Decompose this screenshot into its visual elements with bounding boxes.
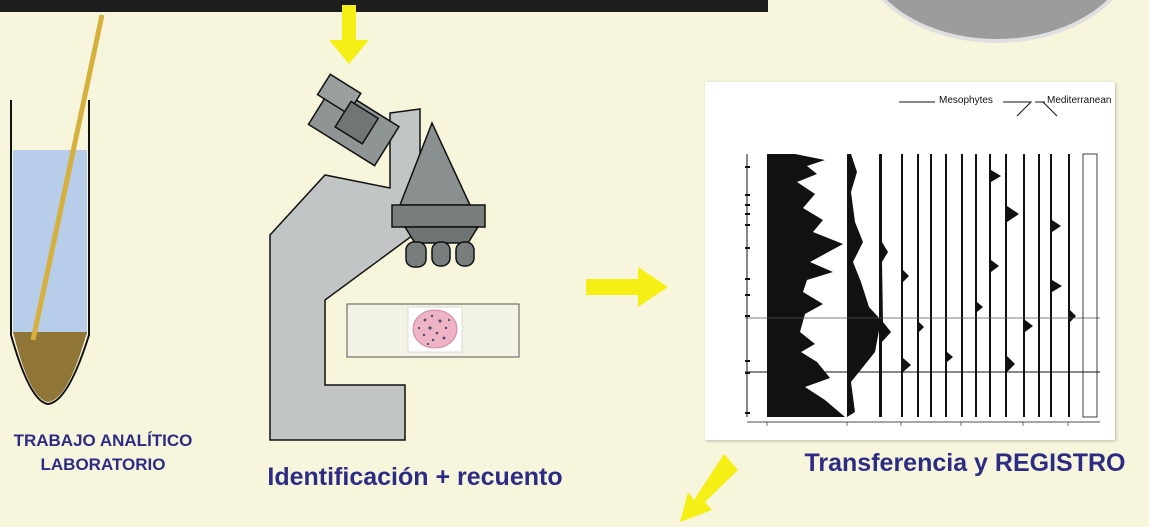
group-label-mediterranean: Mediterranean <box>1047 95 1112 106</box>
caption-lab-line1: TRABAJO ANALÍTICO <box>13 431 193 450</box>
group-label-mesophytes: Mesophytes <box>939 95 993 106</box>
caption-transfer: Transferencia y REGISTRO <box>804 449 1126 477</box>
top-banner-bar <box>0 0 768 12</box>
test-tube-icon <box>10 14 105 406</box>
slide-icon <box>346 303 520 358</box>
arrow-down-left-icon <box>680 454 738 522</box>
glass-rod <box>30 14 105 341</box>
microscope-icon <box>269 73 486 441</box>
caption-identification: Identificación + recuento <box>267 463 563 491</box>
pollen-diagram-plot <box>745 101 1100 426</box>
arrow-right-icon <box>586 267 668 307</box>
caption-lab-line2: LABORATORIO <box>40 455 166 474</box>
arrow-down-icon <box>329 5 369 64</box>
pollen-diagram: Mesophytes Mediterranean <box>705 82 1115 440</box>
